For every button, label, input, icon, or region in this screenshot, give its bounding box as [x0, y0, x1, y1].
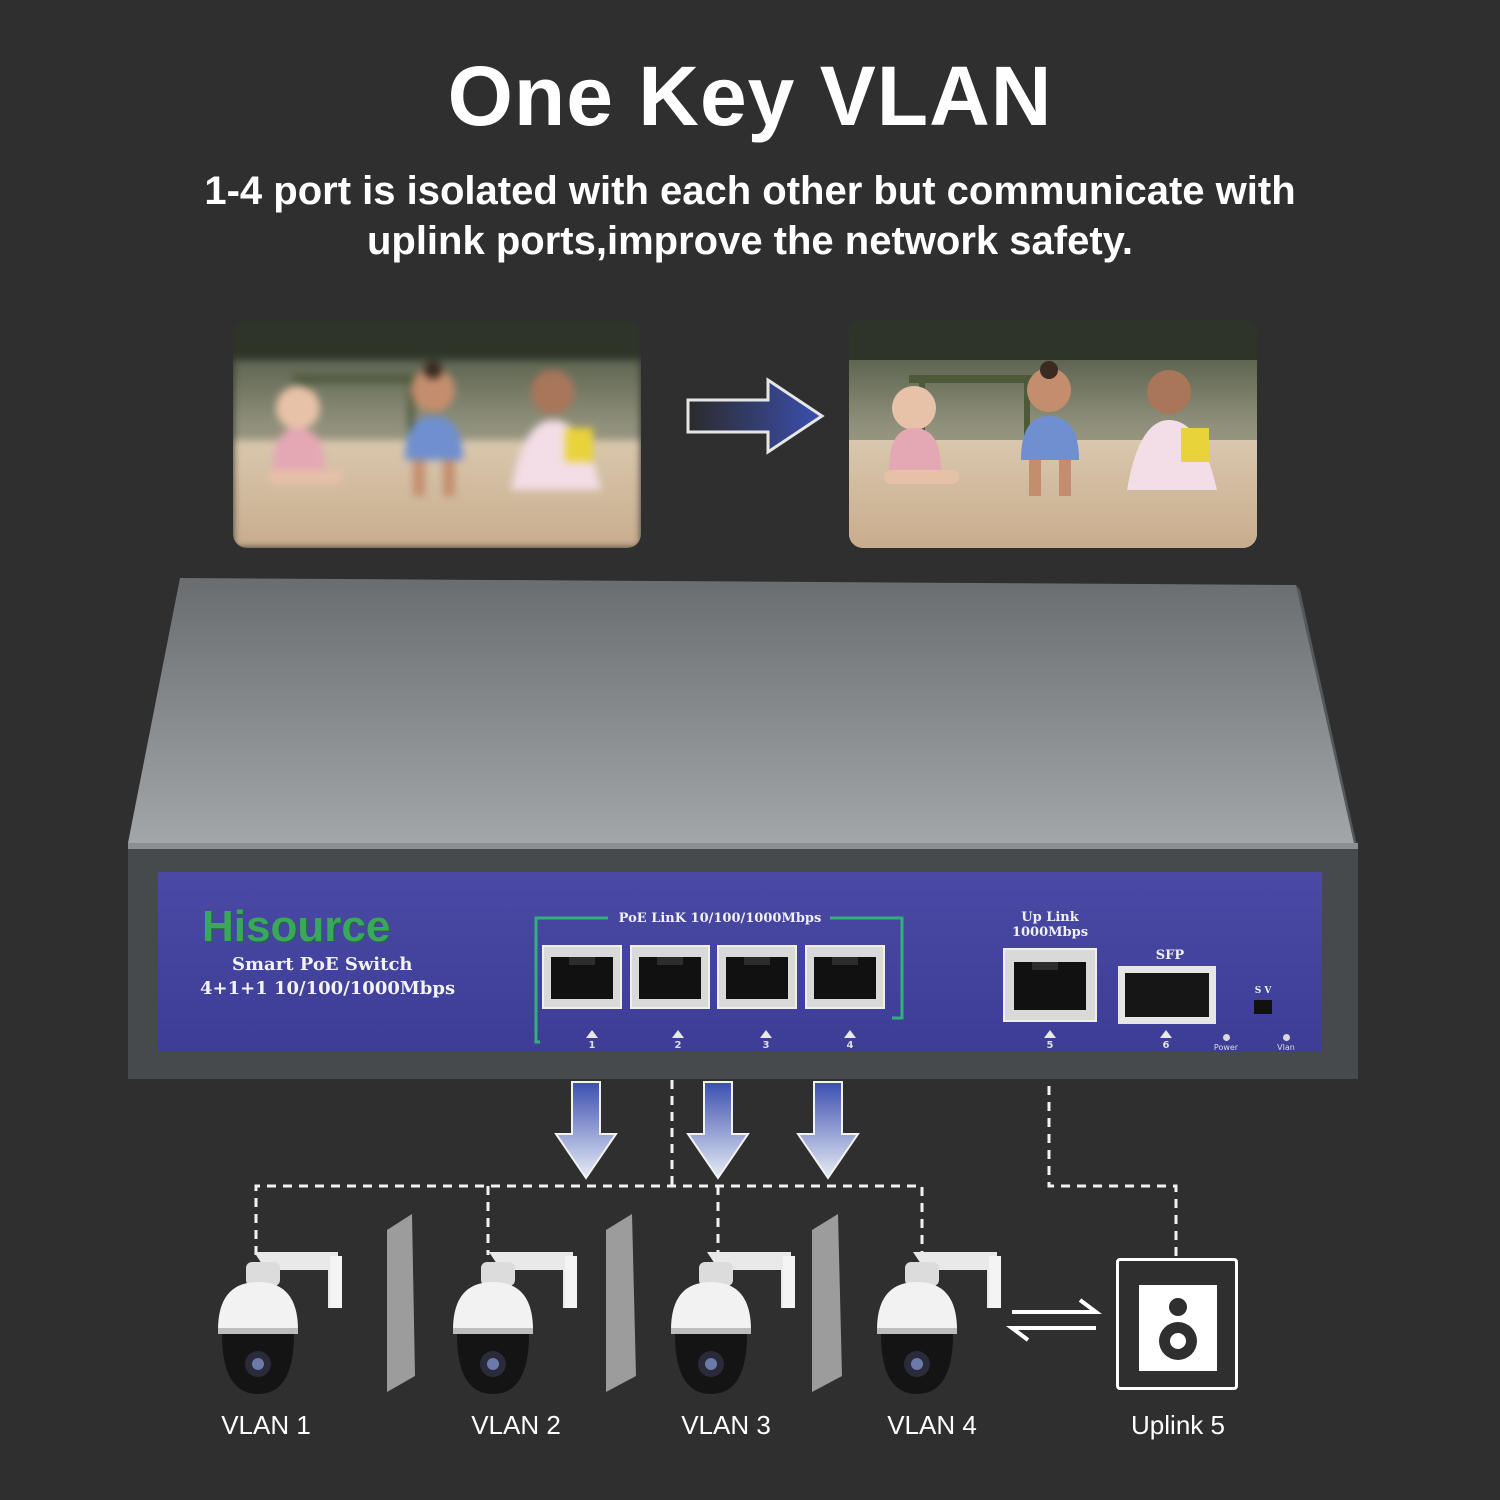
- down-arrow-icon: [554, 1081, 860, 1180]
- vlan-dip-switch[interactable]: [1254, 1000, 1272, 1014]
- uplink-label: Up Link 1000Mbps: [1000, 910, 1100, 940]
- vlan-3-label: VLAN 3: [681, 1410, 771, 1440]
- two-way-arrow-icon: [1006, 1298, 1102, 1342]
- rj45-port-5-uplink[interactable]: [1003, 948, 1097, 1022]
- model-spec: 4+1+1 10/100/1000Mbps: [200, 978, 456, 999]
- uplink-device: [1116, 1258, 1238, 1390]
- rj45-port-2[interactable]: [630, 945, 710, 1009]
- sfp-label: SFP: [1155, 948, 1185, 963]
- model-name: Smart PoE Switch: [232, 954, 413, 975]
- page-title: One Key VLAN: [447, 49, 1053, 143]
- port-number-4: 4: [840, 1030, 860, 1051]
- ptz-camera-icon: [218, 1252, 342, 1394]
- speaker-icon: [1139, 1285, 1217, 1371]
- uplink-5-label: Uplink 5: [1131, 1410, 1225, 1440]
- uplink-label-line-2: 1000Mbps: [1011, 925, 1089, 940]
- port-number-1: 1: [582, 1030, 602, 1051]
- vlan-led: Vlan: [1266, 1034, 1306, 1052]
- rj45-port-4[interactable]: [805, 945, 885, 1009]
- ptz-camera-icon: [877, 1252, 1001, 1394]
- subtitle-line-1: 1-4 port is isolated with each other but…: [204, 169, 1296, 213]
- port-number-5: 5: [1040, 1030, 1060, 1051]
- ptz-camera-icon: [671, 1252, 795, 1394]
- rj45-port-3[interactable]: [717, 945, 797, 1009]
- port-number-6: 6: [1156, 1030, 1176, 1051]
- vlan-1-label: VLAN 1: [221, 1410, 311, 1440]
- uplink-label-line-1: Up Link: [1021, 910, 1079, 925]
- rj45-port-1[interactable]: [542, 945, 622, 1009]
- page-subtitle: 1-4 port is isolated with each other but…: [120, 166, 1380, 266]
- power-led: Power: [1206, 1034, 1246, 1052]
- port-number-2: 2: [668, 1030, 688, 1051]
- poe-group-label: PoE LinK 10/100/1000Mbps: [618, 911, 822, 926]
- brand-logo: Hisource: [202, 902, 391, 951]
- sfp-port-6[interactable]: [1118, 966, 1216, 1024]
- vlan-4-label: VLAN 4: [887, 1410, 977, 1440]
- right-arrow-icon: [686, 377, 825, 455]
- subtitle-line-2: uplink ports,improve the network safety.: [366, 219, 1134, 263]
- ptz-camera-icon: [453, 1252, 577, 1394]
- dip-switch-label: S V: [1254, 986, 1272, 996]
- vlan-2-label: VLAN 2: [471, 1410, 561, 1440]
- poe-port-group-frame: [534, 916, 904, 1044]
- port-number-3: 3: [756, 1030, 776, 1051]
- isolation-wall-icon: [387, 1214, 842, 1392]
